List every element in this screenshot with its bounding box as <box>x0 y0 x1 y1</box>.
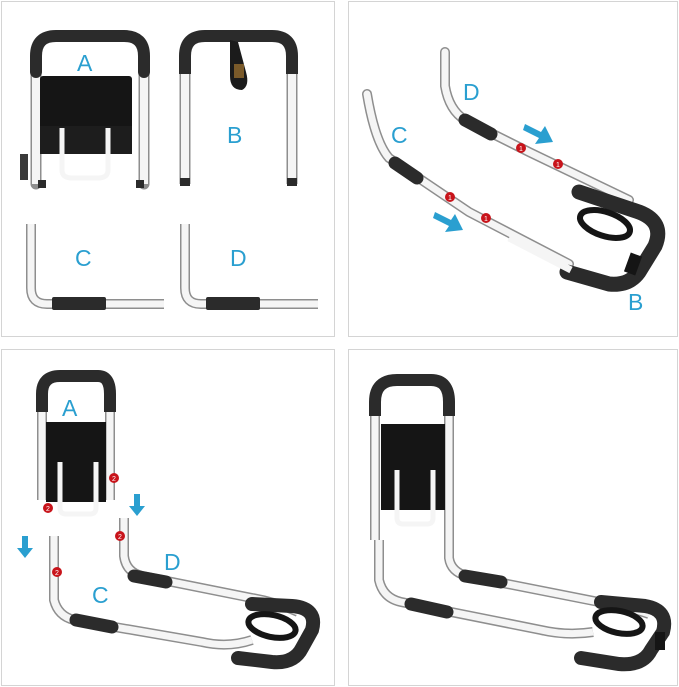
numbered-badge-icon <box>445 143 563 223</box>
diagonal-arrow-icon <box>523 124 553 144</box>
step-2-illustration: 2 2 2 2 <box>17 370 320 670</box>
part-d-label: D <box>463 79 480 105</box>
part-d-label: D <box>230 245 247 271</box>
part-b-label: B <box>227 122 243 148</box>
tube-c <box>362 89 574 269</box>
badge-text: 2 <box>112 476 116 483</box>
part-c-label: C <box>75 245 92 271</box>
parts-illustration <box>20 30 318 310</box>
step-1-illustration: 1 1 1 1 <box>362 47 666 292</box>
part-a-handle <box>36 370 116 517</box>
tube-d <box>119 518 301 617</box>
badge-text: 2 <box>118 534 122 541</box>
badge-text: 1 <box>556 162 560 169</box>
panel-assembled <box>348 349 678 686</box>
panel-parts-overview: A B C D <box>1 1 335 337</box>
part-a-handle <box>20 30 150 190</box>
badge-text: 2 <box>46 506 50 513</box>
part-a-label: A <box>77 50 93 76</box>
badge-text: 1 <box>484 216 488 223</box>
part-b-frame <box>507 184 666 292</box>
part-c-label: C <box>391 122 408 148</box>
panel-step-2: 2 2 2 2 A D C <box>1 349 335 686</box>
part-d-label: D <box>164 549 181 575</box>
badge-text: 1 <box>448 195 452 202</box>
diagonal-arrow-icon <box>433 212 463 232</box>
down-arrow-icon <box>17 536 33 558</box>
part-d-tube <box>180 224 318 310</box>
badge-text: 2 <box>55 570 59 577</box>
part-a-label: A <box>62 395 78 421</box>
numbered-badge-icon <box>43 473 125 577</box>
part-b-frame <box>179 30 298 186</box>
part-c-label: C <box>92 582 109 608</box>
part-b-label: B <box>628 289 644 315</box>
tube-c <box>49 536 254 650</box>
tube-d <box>440 47 634 205</box>
assembled-bed-rail <box>369 374 672 672</box>
badge-text: 1 <box>519 146 523 153</box>
part-b-frame <box>231 597 320 670</box>
down-arrow-icon <box>129 494 145 516</box>
panel-step-1: 1 1 1 1 D C B <box>348 1 678 337</box>
part-c-tube <box>26 224 164 310</box>
assembled-illustration <box>369 374 672 672</box>
